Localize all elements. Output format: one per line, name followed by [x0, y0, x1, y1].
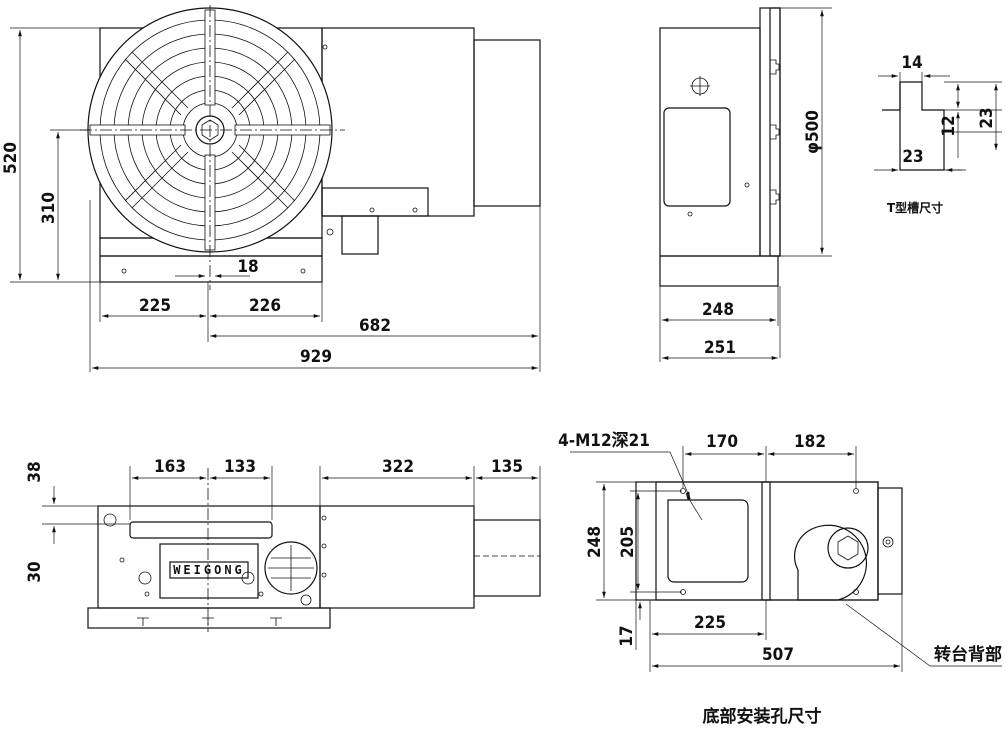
dim-251: 251 [704, 338, 736, 358]
dim-322: 322 [382, 457, 414, 477]
dim-12: 12 [939, 115, 959, 136]
dim-248-base: 248 [585, 526, 605, 558]
bottom-view: WEIGONG 163 133 [25, 457, 541, 632]
back-label: 转台背部 [934, 644, 1002, 665]
dim-30: 30 [25, 561, 45, 582]
dim-38: 38 [25, 461, 45, 482]
dim-23-bottom: 23 [902, 147, 923, 167]
dim-248-side: 248 [702, 300, 734, 320]
side-view: φ500 248 251 [659, 7, 832, 362]
t-slot-detail: 14 12 23 23 T型槽尺寸 [874, 53, 1002, 215]
dim-929: 929 [300, 347, 332, 367]
dim-phi500: φ500 [803, 110, 823, 154]
dim-225-base: 225 [694, 613, 726, 633]
dim-133: 133 [224, 457, 256, 477]
holes-note: 4-M12深21 [558, 430, 650, 451]
dim-507: 507 [762, 645, 794, 665]
dim-226: 226 [249, 296, 281, 316]
dim-182: 182 [794, 432, 826, 452]
dim-170: 170 [706, 432, 738, 452]
dim-17: 17 [617, 625, 637, 646]
dim-682: 682 [359, 316, 391, 336]
base-mount-view: 4-M12深21 170 182 248 205 17 225 507 [558, 430, 1002, 727]
t-slot-caption: T型槽尺寸 [887, 200, 943, 215]
dim-23-right: 23 [977, 107, 997, 128]
dim-520: 520 [1, 142, 21, 174]
dim-225: 225 [139, 296, 171, 316]
front-view: 520 310 18 225 226 682 929 [1, 5, 541, 372]
dim-205: 205 [618, 526, 638, 558]
brand-logo: WEIGONG [173, 563, 245, 577]
dim-163: 163 [154, 457, 186, 477]
dim-18: 18 [237, 257, 258, 277]
dim-14: 14 [901, 53, 922, 73]
dim-135: 135 [491, 457, 523, 477]
base-caption: 底部安装孔尺寸 [703, 706, 822, 727]
dim-310: 310 [39, 192, 59, 224]
